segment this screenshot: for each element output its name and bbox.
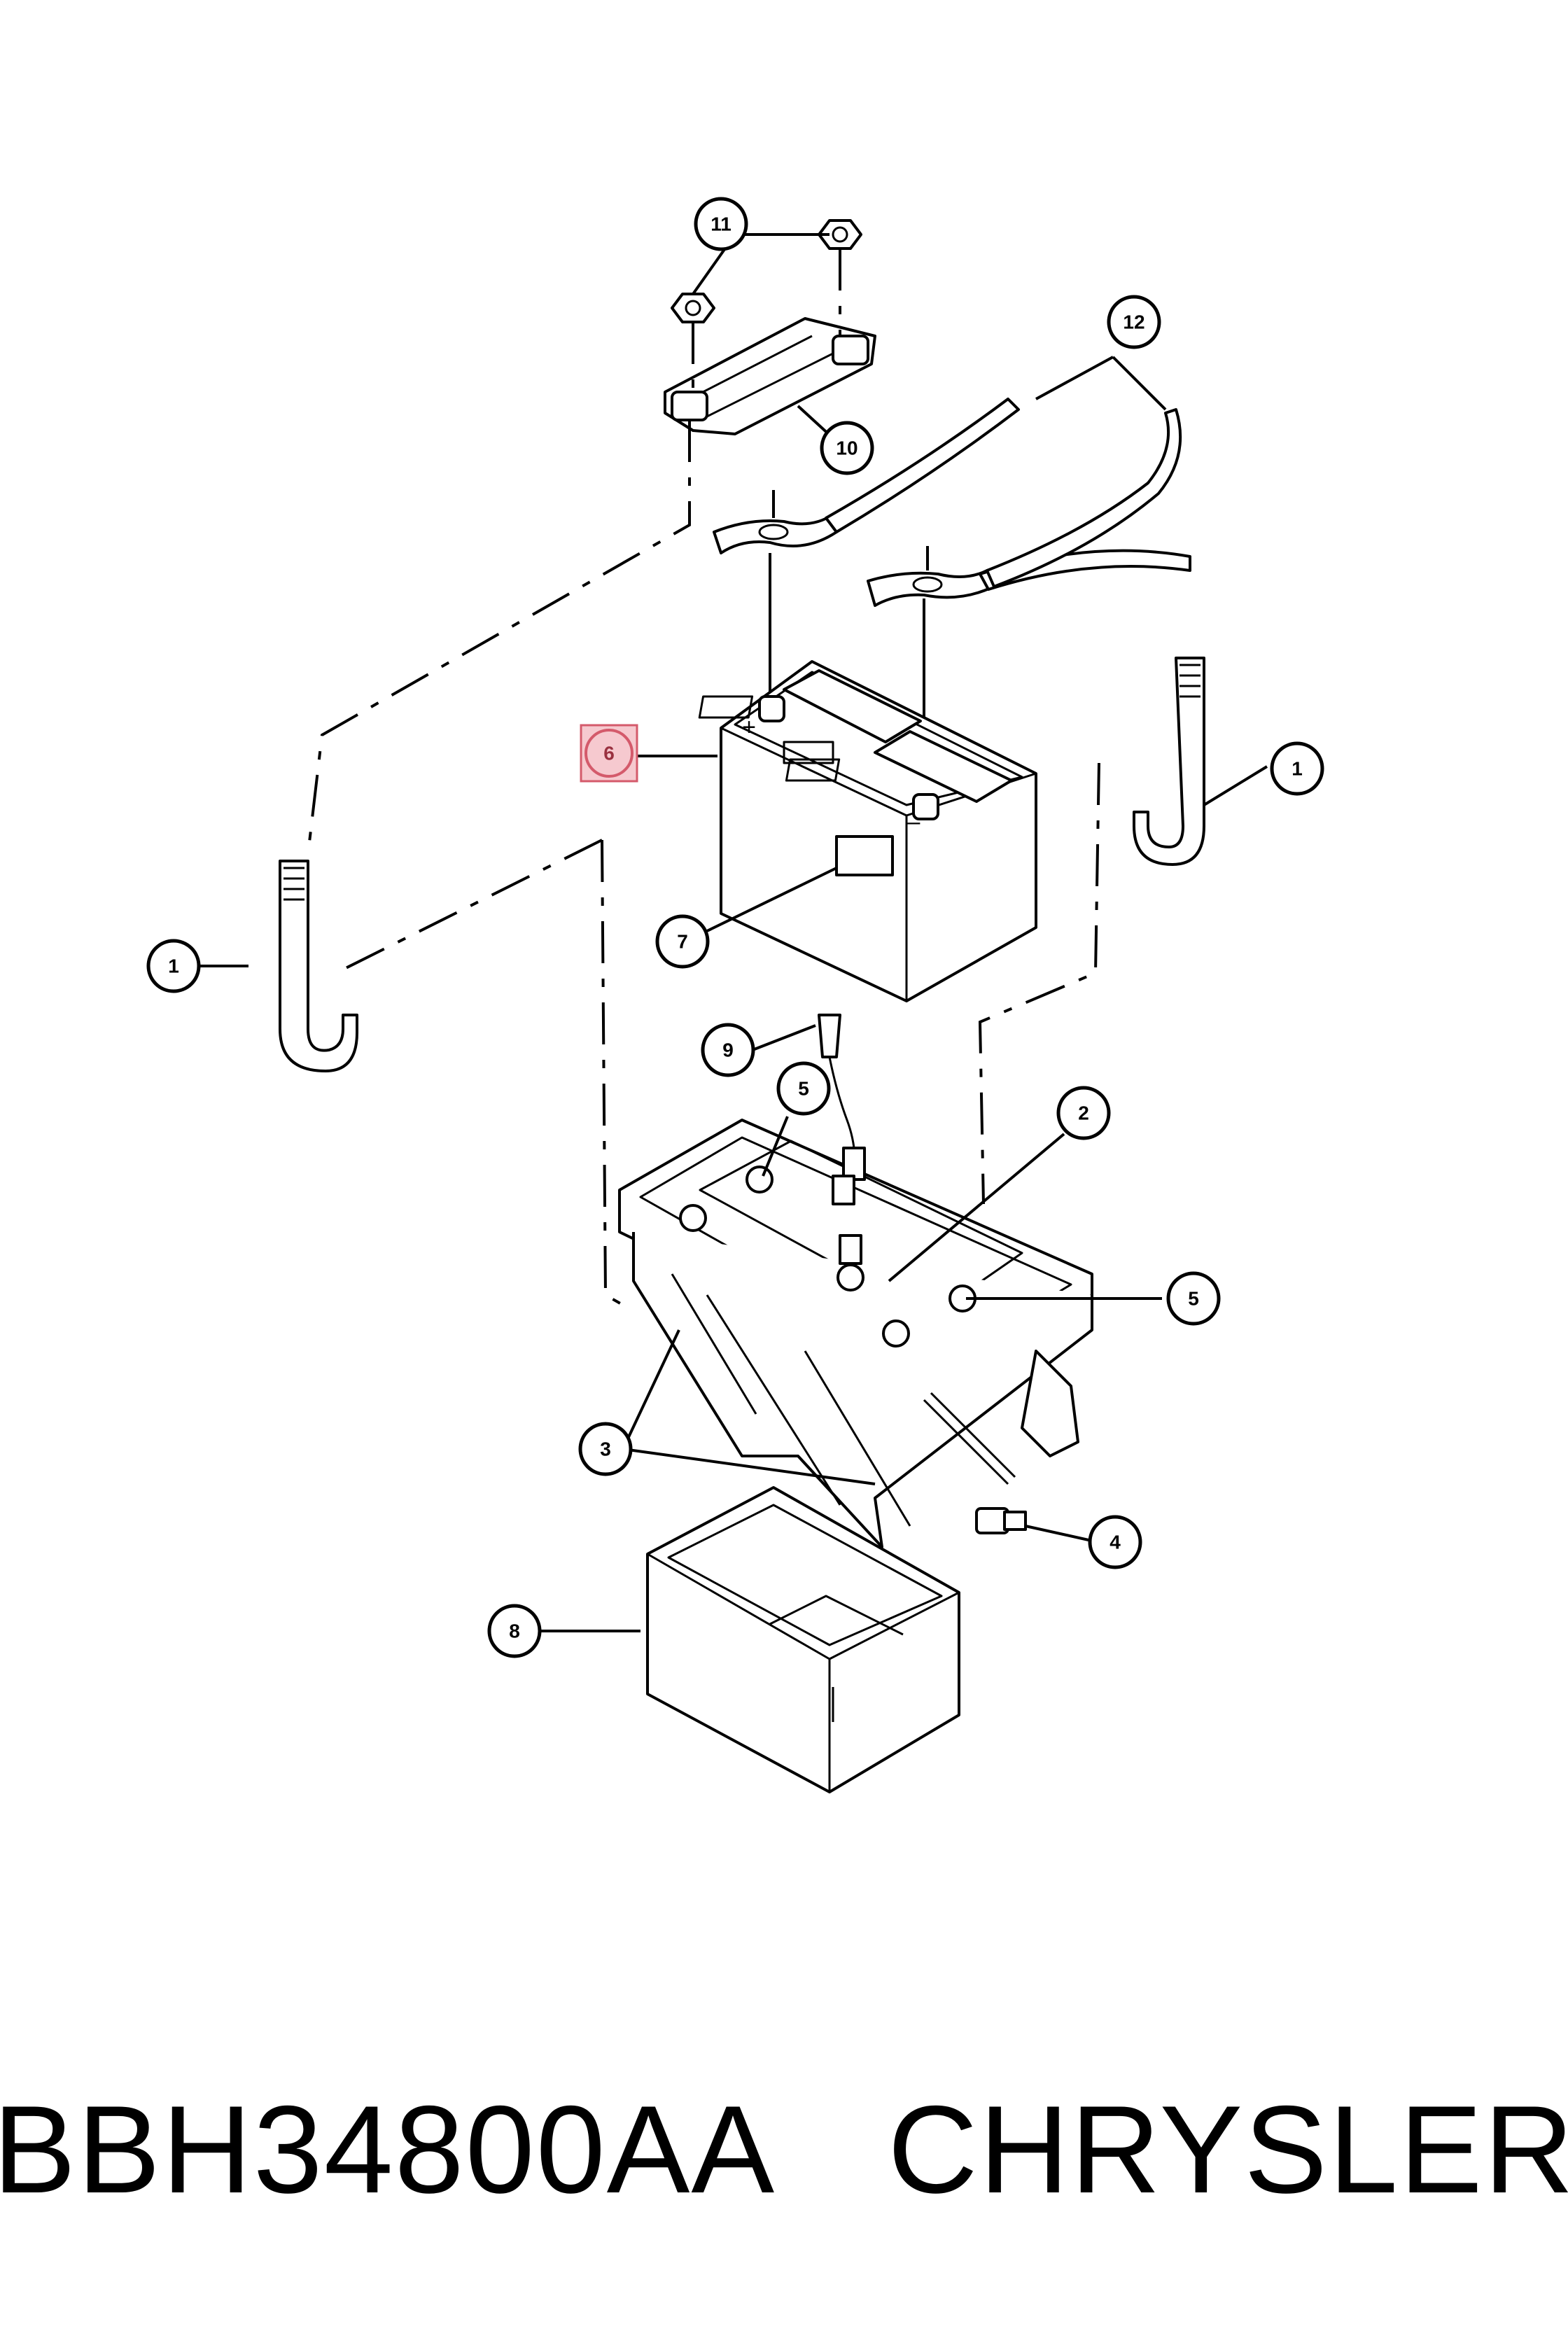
- bracket-bolt: [975, 1507, 1027, 1534]
- j-bolt-left-path: [307, 420, 691, 855]
- svg-text:4: 4: [1110, 1532, 1121, 1553]
- negative-symbol: –: [907, 808, 920, 835]
- j-bolt-right-path: [978, 762, 1100, 1205]
- negative-battery-cable: [867, 408, 1191, 798]
- hold-down-clamp: [664, 317, 876, 435]
- positive-symbol: +: [742, 714, 756, 741]
- tray-bolt: [882, 1320, 910, 1348]
- part-footer: BBH34800AA CHRYSLER: [0, 2044, 1568, 2254]
- svg-text:3: 3: [600, 1438, 611, 1460]
- svg-text:1: 1: [1292, 758, 1303, 780]
- svg-text:5: 5: [1188, 1288, 1199, 1310]
- svg-text:1: 1: [168, 955, 179, 977]
- tray-left-path: [601, 839, 631, 1310]
- svg-text:9: 9: [722, 1040, 734, 1061]
- callout-1-left: 1: [146, 939, 201, 993]
- positive-terminal: [758, 695, 785, 722]
- svg-text:7: 7: [677, 931, 688, 953]
- callout-2: 2: [1056, 1086, 1111, 1140]
- callout-6-selected[interactable]: 6: [580, 724, 638, 783]
- tray-stud: [836, 1264, 864, 1292]
- leader-lines: [200, 233, 1268, 1632]
- callout-9: 9: [701, 1023, 755, 1077]
- svg-text:5: 5: [798, 1078, 809, 1100]
- callout-12: 12: [1107, 295, 1161, 349]
- j-bolt-left-return: [335, 839, 603, 974]
- battery-box: [646, 1486, 960, 1793]
- tray-bolt: [679, 1204, 707, 1232]
- callout-1-right: 1: [1270, 741, 1324, 796]
- tray-bolt: [746, 1166, 774, 1194]
- battery: [698, 660, 1037, 1002]
- callout-4: 4: [1088, 1515, 1142, 1569]
- battery-tray: [618, 1119, 1093, 1548]
- svg-text:8: 8: [509, 1620, 520, 1642]
- brand-name: CHRYSLER: [888, 2079, 1568, 2219]
- temperature-sensor: [818, 1014, 866, 1205]
- tray-connector: [839, 1234, 862, 1265]
- svg-text:6: 6: [603, 743, 615, 764]
- j-bolt-right: [1133, 657, 1205, 866]
- svg-text:2: 2: [1078, 1102, 1089, 1124]
- svg-text:11: 11: [710, 214, 732, 235]
- svg-text:12: 12: [1123, 312, 1144, 333]
- flange-nut-left: [671, 293, 715, 323]
- callout-10: 10: [820, 421, 874, 475]
- callout-5-top: 5: [776, 1061, 831, 1116]
- callout-11: 11: [694, 197, 748, 251]
- callout-3: 3: [578, 1422, 633, 1476]
- part-number: BBH34800AA: [0, 2079, 776, 2219]
- positive-battery-cable: [713, 398, 1020, 693]
- callout-7: 7: [655, 914, 710, 969]
- svg-text:10: 10: [836, 438, 858, 459]
- negative-terminal: [912, 793, 939, 820]
- battery-label: [835, 835, 894, 876]
- j-bolt-left: [279, 860, 358, 1072]
- callout-5-right: 5: [1166, 1271, 1221, 1326]
- callout-8: 8: [487, 1604, 542, 1658]
